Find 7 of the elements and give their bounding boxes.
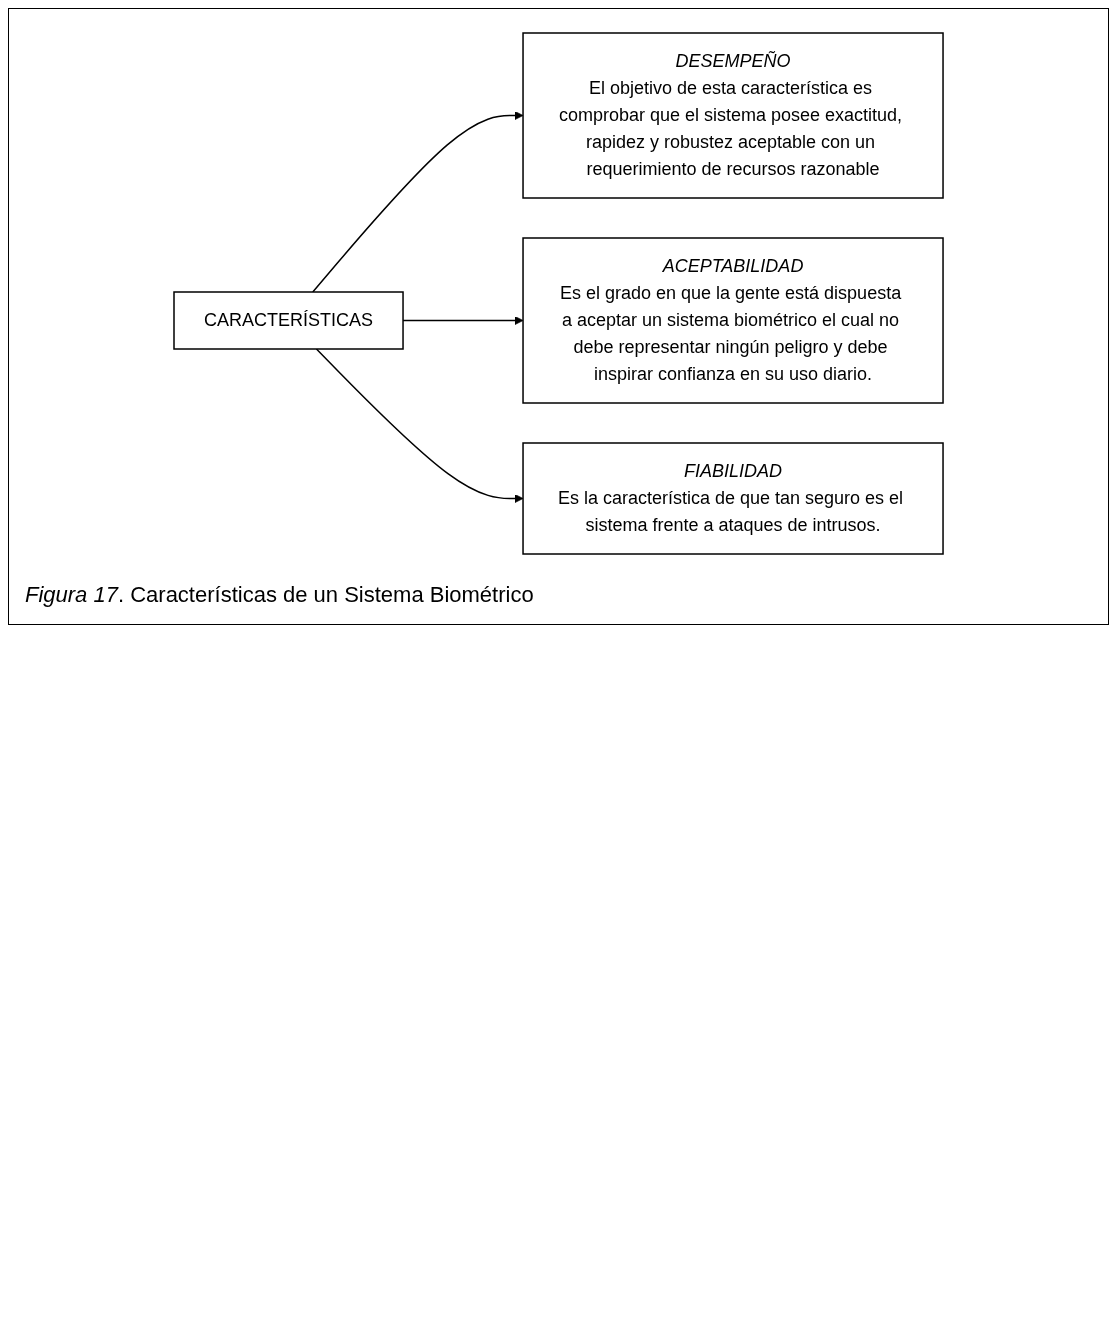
node-box: CARACTERÍSTICAS: [173, 291, 404, 350]
arrow: [312, 111, 524, 293]
figure-caption: Figura 17. Características de un Sistema Biométrico: [25, 582, 535, 608]
arrow: [315, 348, 524, 503]
node-box: ACEPTABILIDAD Es el grado en que la gente está dispuesta a aceptar un sistema biométrico el cual no debe representar ningún peligro y debe inspirar confianza en su uso diario.: [522, 237, 944, 404]
node-box: DESEMPEÑO El objetivo de esta característica es comprobar que el sistema posee exactitud, rapidez y robustez aceptable con un requerimiento de recursos razonable: [522, 32, 944, 199]
node-box: FIABILIDAD Es la característica de que tan seguro es el sistema frente a ataques de intrusos.: [522, 442, 944, 555]
